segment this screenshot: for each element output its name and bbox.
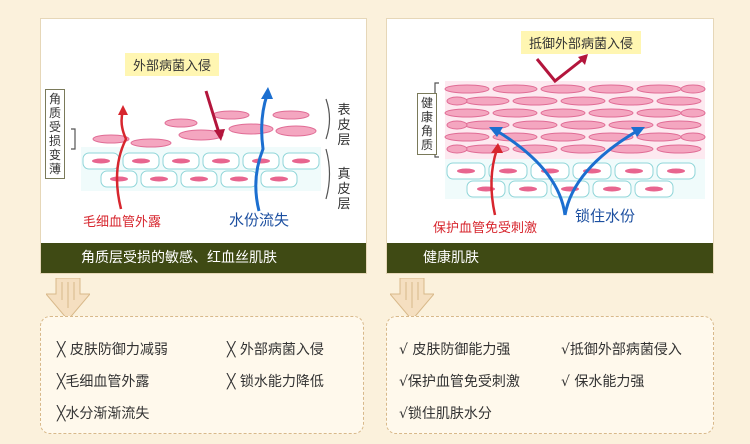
damaged-skin-panel: 外部病菌入侵 角质受损变薄 表皮层 真皮层 毛细血管外露 水份流失 角质层受损的… [40, 18, 367, 274]
effect-item: ╳毛细血管外露 [57, 374, 150, 390]
damaged-skin-caption: 角质层受损的敏感、红血丝肌肤 [41, 243, 366, 273]
protect-vessel-label: 保护血管免受刺激 [433, 221, 538, 236]
healthy-effects-box: √ 皮肤防御能力强 √抵御外部病菌侵入 √保护血管免受刺激 √ 保水能力强 √锁… [386, 316, 714, 434]
pathogen-invasion-label: 外部病菌入侵 [125, 53, 220, 76]
effect-item: √ 保水能力强 [561, 374, 645, 390]
effect-item: ╳水分渐渐流失 [57, 406, 150, 422]
effect-item: √保护血管免受刺激 [399, 374, 520, 390]
effect-item: ╳ 锁水能力降低 [227, 374, 324, 390]
healthy-skin-caption: 健康肌肤 [387, 243, 713, 273]
epidermis-label: 表皮层 [337, 103, 351, 148]
lock-water-label: 锁住水份 [575, 207, 636, 225]
effect-item: √锁住肌肤水分 [399, 406, 492, 422]
effect-item: √抵御外部病菌侵入 [561, 342, 682, 358]
effect-item: ╳ 外部病菌入侵 [227, 342, 324, 358]
effect-item: √ 皮肤防御能力强 [399, 342, 511, 358]
damaged-stratum [92, 110, 317, 148]
water-loss-label: 水份流失 [229, 211, 290, 229]
damaged-effects-box: ╳ 皮肤防御力减弱 ╳ 外部病菌入侵 ╳毛细血管外露 ╳ 锁水能力降低 ╳水分渐… [40, 316, 364, 434]
resist-pathogen-label: 抵御外部病菌入侵 [521, 31, 642, 54]
healthy-stratum-label: 健康角质 [417, 93, 437, 155]
dermis-label: 真皮层 [337, 167, 351, 212]
capillary-exposed-label: 毛细血管外露 [83, 215, 162, 230]
dermis-cells [445, 159, 705, 199]
down-arrow-icon [390, 278, 434, 321]
damaged-skin-diagram [71, 87, 331, 212]
healthy-skin-panel: 抵御外部病菌入侵 健康角质 保护血管免受刺激 锁住水份 健康肌肤 [386, 18, 714, 274]
effect-item: ╳ 皮肤防御力减弱 [57, 342, 168, 358]
healthy-stratum [444, 81, 706, 159]
down-arrow-icon [46, 278, 90, 321]
stratum-damage-label: 角质受损变薄 [45, 89, 65, 179]
dermis-cells [81, 147, 321, 191]
